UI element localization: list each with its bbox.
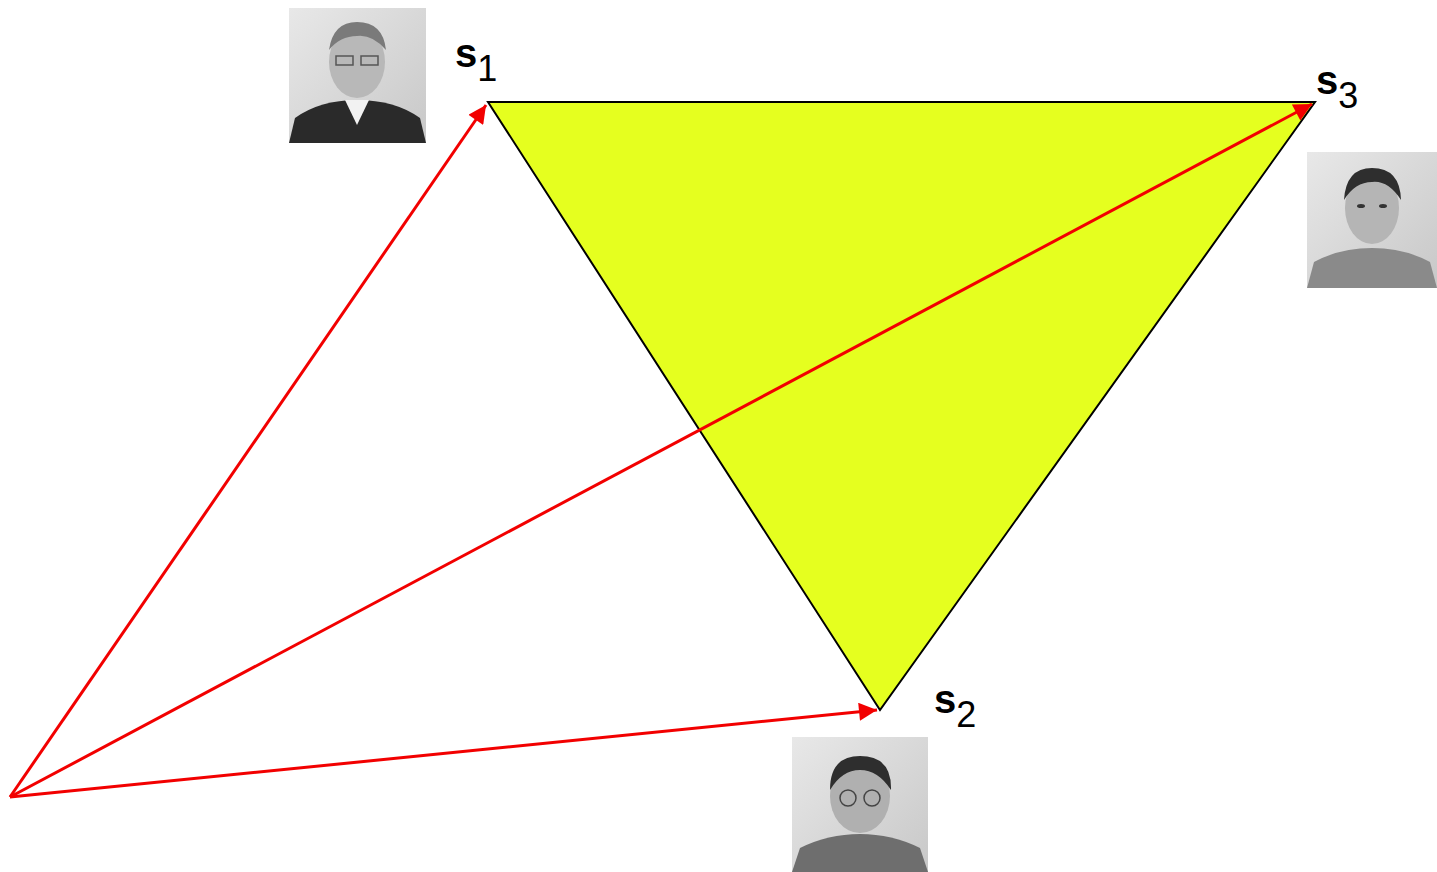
vector-arrow (10, 104, 1312, 797)
vector-index: 2 (956, 694, 976, 735)
yellow-triangle (488, 102, 1315, 710)
vector-label: s3 (1316, 60, 1358, 100)
vector-symbol: s (455, 31, 477, 75)
vector-index: 1 (477, 48, 497, 89)
position-vectors (10, 104, 1312, 797)
vector-arrow (10, 105, 486, 797)
face-photo (792, 737, 928, 872)
vector-index: 3 (1338, 75, 1358, 116)
face-photo (1307, 152, 1437, 288)
vector-label: s2 (934, 679, 976, 719)
vector-symbol: s (934, 677, 956, 721)
face-photo (289, 8, 426, 143)
vector-arrow (10, 710, 877, 797)
vector-label: s1 (455, 33, 497, 73)
vector-symbol: s (1316, 58, 1338, 102)
